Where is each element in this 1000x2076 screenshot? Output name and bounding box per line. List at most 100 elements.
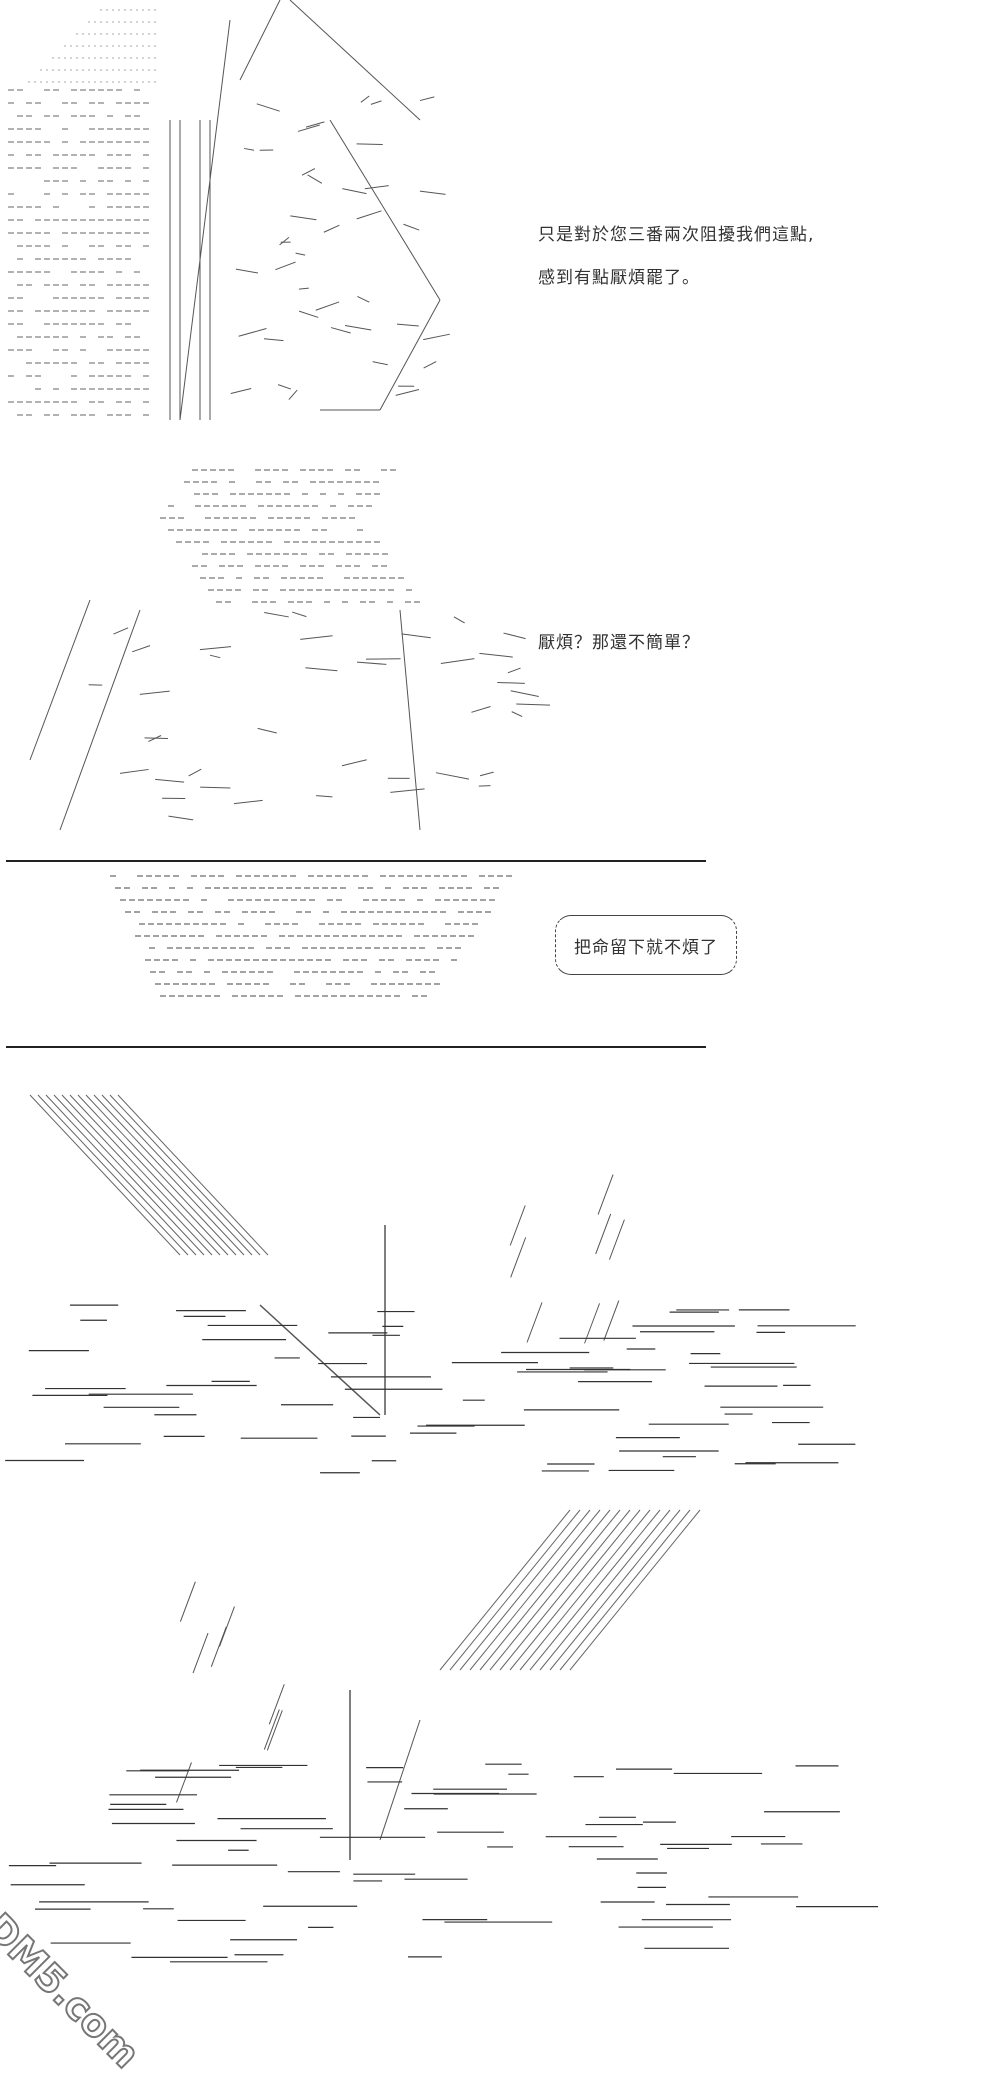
art-stroke [38,1095,188,1255]
art-stroke [550,1510,680,1670]
art-stroke [357,144,383,145]
art-stroke [299,311,318,317]
art-stroke [585,1303,600,1343]
speech-bubble: 把命留下就不煩了 [555,915,737,975]
panel-5-ascii-art [0,1500,1000,2000]
art-stroke [397,324,419,326]
art-stroke [305,668,337,671]
art-stroke [390,789,424,793]
art-stroke [361,96,369,102]
art-stroke [497,682,525,683]
speech-bubble-text: 把命留下就不煩了 [574,933,718,958]
art-stroke [299,288,309,289]
art-stroke [365,186,389,189]
art-stroke [450,1510,580,1670]
art-stroke [46,1095,196,1255]
art-stroke [30,1095,180,1255]
art-stroke [62,1095,212,1255]
art-stroke [436,773,469,779]
art-stroke [257,104,280,111]
art-stroke [168,816,193,820]
art-stroke [403,224,419,230]
art-stroke [420,97,434,101]
art-stroke [441,659,475,664]
art-stroke [380,300,440,410]
art-stroke [396,390,419,396]
art-stroke [440,1510,570,1670]
art-stroke [510,1205,525,1245]
art-stroke [110,1095,260,1255]
art-stroke [503,633,525,639]
art-stroke [260,1305,380,1415]
art-stroke [234,800,263,803]
art-stroke [516,704,550,705]
art-stroke [400,610,420,830]
art-stroke [540,1510,670,1670]
art-stroke [500,1510,630,1670]
art-stroke [264,613,289,617]
art-stroke [598,1175,613,1215]
art-stroke [511,1237,526,1277]
art-stroke [60,610,140,830]
art-stroke [231,388,251,393]
art-stroke [345,326,371,330]
art-stroke [380,1720,420,1840]
art-stroke [530,1510,660,1670]
art-stroke [330,120,440,300]
art-stroke [280,237,289,245]
dialog-line-1: 只是對於您三番兩次阻擾我們這點, [538,220,814,245]
art-stroke [324,225,340,232]
art-stroke [132,646,150,652]
art-stroke [342,189,366,194]
art-stroke [210,655,220,658]
panel-2: 厭煩？那還不簡單？ [0,430,1000,850]
art-stroke [140,691,170,694]
art-stroke [236,269,258,273]
art-stroke [102,1095,252,1255]
art-stroke [240,0,280,80]
art-stroke [510,1510,640,1670]
art-stroke [86,1095,236,1255]
art-stroke [508,668,521,673]
art-stroke [267,1710,282,1750]
art-stroke [460,1510,590,1670]
art-stroke [193,1633,208,1673]
art-stroke [527,1302,542,1342]
art-stroke [296,253,306,255]
panel-2-ascii-art [0,430,1000,850]
art-stroke [189,769,202,776]
art-stroke [94,1095,244,1255]
art-stroke [300,636,332,640]
art-stroke [560,1510,690,1670]
art-stroke [357,296,369,302]
art-stroke [357,211,382,219]
art-stroke [480,1510,610,1670]
art-stroke [269,1684,284,1724]
art-stroke [290,0,420,120]
art-stroke [292,612,306,617]
art-stroke [331,328,351,333]
art-stroke [180,20,230,420]
art-stroke [275,262,295,270]
art-stroke [308,175,322,183]
art-stroke [454,617,465,623]
art-stroke [114,628,129,634]
art-stroke [264,1710,279,1750]
art-stroke [180,1582,195,1622]
dialog-line-2: 感到有點厭煩罷了。 [538,263,700,288]
art-stroke [520,1510,650,1670]
art-stroke [401,634,430,638]
art-stroke [479,653,512,657]
panel-4 [0,1085,1000,1485]
art-stroke [302,169,315,176]
panel-3-ascii-art [0,862,1000,1046]
panel-5 [0,1500,1000,2000]
art-stroke [278,385,291,389]
art-stroke [200,787,230,788]
art-stroke [289,390,297,400]
art-stroke [316,302,339,310]
art-stroke [609,1220,624,1260]
panel-1: 只是對於您三番兩次阻擾我們這點, 感到有點厭煩罷了。 [0,0,1000,430]
art-stroke [211,1627,226,1667]
art-stroke [30,600,90,760]
